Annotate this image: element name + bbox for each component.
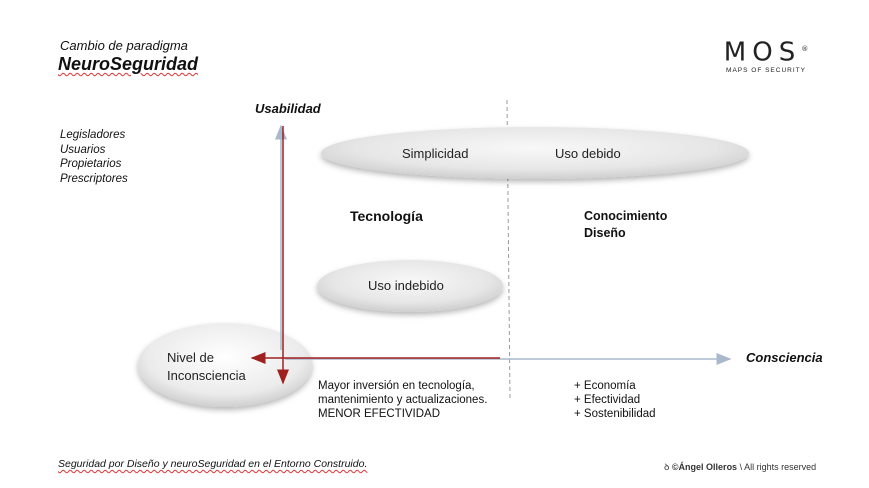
note-right-line: + Efectividad [574, 394, 641, 406]
oval-label-uso-debido: Uso debido [555, 146, 621, 161]
oval-label-origin: Nivel de Inconsciencia [167, 349, 246, 385]
stakeholder-list: Legisladores Usuarios Propietarios Presc… [60, 128, 128, 186]
note-left-line: Mayor inversión en tecnología, [318, 380, 475, 392]
x-axis-label: Consciencia [746, 350, 823, 365]
oval-label-uso-indebido: Uso indebido [368, 278, 444, 293]
note-right: + Economía + Efectividad + Sostenibilida… [574, 379, 656, 421]
page-title: NeuroSeguridad [58, 54, 199, 74]
note-left-line: mantenimiento y actualizaciones. [318, 394, 488, 406]
oval-top [321, 127, 749, 179]
footer-author: ©Ángel Olleros [671, 462, 738, 472]
oval-origin [138, 323, 312, 407]
quadrant-heading-left: Tecnología [350, 208, 423, 224]
list-item: Prescriptores [60, 172, 128, 185]
footer-rights: \ All rights reserved [739, 462, 817, 472]
note-right-line: + Economía [574, 380, 636, 392]
footer-copyright: ꝺ ©Ángel Olleros \ All rights reserved [664, 460, 816, 473]
heading-right-line-1: Conocimiento [584, 209, 668, 223]
list-item: Legisladores [60, 129, 126, 141]
oval-middle [317, 260, 503, 312]
oval-label-simplicidad: Simplicidad [402, 146, 469, 161]
list-item: Propietarios [60, 158, 122, 170]
logo: MOS® MAPS OF SECURITY [718, 36, 814, 74]
origin-line-2: Inconsciencia [167, 368, 246, 383]
subtitle: Cambio de paradigma [60, 38, 188, 53]
origin-line-1: Nivel de [167, 350, 214, 365]
note-right-line: + Sostenibilidad [574, 408, 656, 420]
heading-right-line-2: Diseño [584, 226, 626, 240]
note-left-line: MENOR EFECTIVIDAD [318, 408, 441, 420]
y-axis-label: Usabilidad [255, 101, 321, 116]
author-mark-icon: ꝺ [664, 462, 670, 472]
note-left: Mayor inversión en tecnología, mantenimi… [318, 379, 487, 421]
logo-tagline: MAPS OF SECURITY [726, 66, 806, 74]
list-item: Usuarios [60, 143, 106, 156]
footer-caption: Seguridad por Diseño y neuroSeguridad en… [58, 458, 368, 470]
quadrant-heading-right: Conocimiento Diseño [584, 208, 667, 242]
logo-mark: MOS® [723, 37, 809, 68]
